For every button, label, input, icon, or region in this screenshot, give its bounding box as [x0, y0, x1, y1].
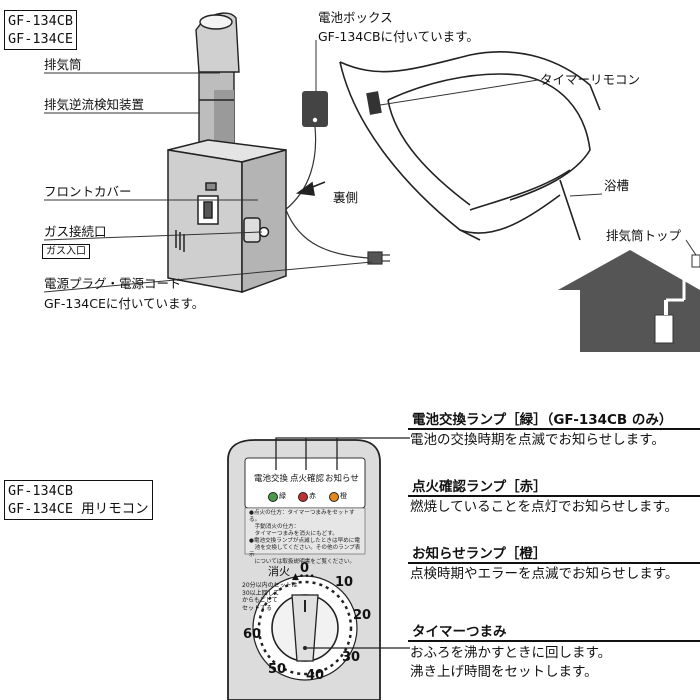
- lamp-battery: [268, 492, 278, 502]
- label-backflow-detector: 排気逆流検知装置: [44, 97, 145, 112]
- panel-note: 手動消火の仕方：: [249, 524, 300, 530]
- panel-note: 池を交換してください。その他のランプ表示: [249, 545, 361, 558]
- divider: [408, 495, 700, 497]
- label-battery-note: GF-134CBに付いています。: [318, 29, 479, 44]
- lamp-row: 緑 赤 橙: [250, 489, 360, 503]
- lamp-color-orange: 橙: [340, 492, 347, 500]
- panel-note: タイマーつまみを消火にもどす。: [249, 531, 338, 537]
- item-desc-timer-knob: おふろを沸かすときに回します。 沸き上げ時間をセットします。: [410, 645, 612, 680]
- dial-number: 30: [342, 650, 361, 665]
- label-bathtub: 浴槽: [604, 178, 630, 193]
- label-gas-port: ガス接続口: [44, 224, 107, 239]
- dial-number: 60: [243, 627, 262, 642]
- off-indicator: ▲•••: [292, 572, 315, 582]
- model-name: GF-134CB: [8, 13, 74, 29]
- item-desc-notice-lamp: 点検時期やエラーを点滅でお知らせします。: [410, 566, 679, 582]
- panel-notes: ●点火の仕方：タイマーつまみをセットする。 手動消火の仕方： タイマーつまみを消…: [249, 510, 365, 566]
- house-illustration: [558, 250, 700, 352]
- label-timer-remote: タイマーリモコン: [540, 72, 641, 87]
- dial-number: 50: [268, 662, 287, 677]
- leader-lines-top: [43, 40, 697, 293]
- label-exhaust-top: 排気筒トップ: [606, 228, 682, 243]
- lamp-label-notice: お知らせ: [325, 474, 359, 484]
- dial-number: 10: [335, 575, 354, 590]
- model-box-bottom: GF-134CB GF-134CE 用リモコン: [4, 480, 153, 520]
- label-gas-inlet: ガス入口: [42, 244, 90, 259]
- lamp-leader-lines: [275, 437, 410, 470]
- model-name: GF-134CE 用リモコン: [8, 501, 149, 517]
- heater-body: [167, 139, 287, 294]
- divider: [408, 428, 700, 430]
- lamp-color-green: 緑: [279, 492, 286, 500]
- divider: [408, 640, 700, 642]
- model-box-top: GF-134CB GF-134CE: [4, 10, 78, 50]
- dial-side-note: 20分以内のセットは 30以上回して からもどして セットする: [242, 582, 298, 612]
- model-name: GF-134CB: [8, 483, 74, 499]
- back-arrow: [295, 181, 326, 196]
- label-exhaust-pipe: 排気筒: [44, 57, 82, 72]
- lamp-ignition: [298, 492, 308, 502]
- lamp-label-ignition: 点火確認: [290, 474, 325, 484]
- item-title-battery-lamp: 電池交換ランプ［緑］（GF-134CB のみ）: [412, 412, 673, 428]
- item-title-ignition-lamp: 点火確認ランプ［赤］: [412, 479, 547, 495]
- lamp-label-battery: 電池交換: [254, 474, 289, 484]
- exhaust-pipe-illustration: [195, 12, 240, 162]
- label-battery-box: 電池ボックス: [318, 10, 393, 25]
- power-cord: [285, 209, 390, 265]
- dial-side-note-line: 30以上回して: [242, 589, 280, 597]
- dial-side-note-line: セットする: [242, 604, 273, 612]
- label-back-side: 裏側: [333, 190, 359, 205]
- panel-note: ●電池交換ランプが点滅したときは早めに電: [249, 538, 360, 544]
- timer-dial: [252, 575, 410, 681]
- panel-note: ●点火の仕方：タイマーつまみをセットする。: [249, 510, 355, 523]
- model-name: GF-134CE: [8, 31, 74, 47]
- lamp-color-red: 赤: [309, 492, 316, 500]
- item-title-timer-knob: タイマーつまみ: [412, 624, 507, 640]
- bathtub-illustration: [339, 51, 601, 241]
- item-title-notice-lamp: お知らせランプ［橙］: [412, 546, 547, 562]
- label-power: 電源プラグ・電源コード: [44, 276, 182, 291]
- item-desc-battery-lamp: 電池の交換時期を点滅でお知らせします。: [410, 432, 665, 448]
- battery-box-illustration: [284, 91, 328, 211]
- dial-number: 20: [353, 608, 372, 623]
- timer-remote-mini: [366, 91, 382, 115]
- dial-side-note-line: からもどして: [242, 597, 278, 604]
- dial-number: 0: [300, 561, 310, 576]
- lamp-notice: [329, 492, 339, 502]
- off-label: 消火: [268, 565, 290, 578]
- panel-note: については取扱説明書をご覧ください。: [249, 559, 356, 565]
- dial-number: 40: [306, 668, 325, 683]
- item-desc-ignition-lamp: 燃焼していることを点灯でお知らせします。: [410, 499, 678, 515]
- label-front-cover: フロントカバー: [44, 184, 132, 199]
- label-power-note: GF-134CEに付いています。: [44, 296, 205, 311]
- divider: [408, 562, 700, 564]
- dial-side-note-line: 20分以内のセットは: [242, 582, 298, 589]
